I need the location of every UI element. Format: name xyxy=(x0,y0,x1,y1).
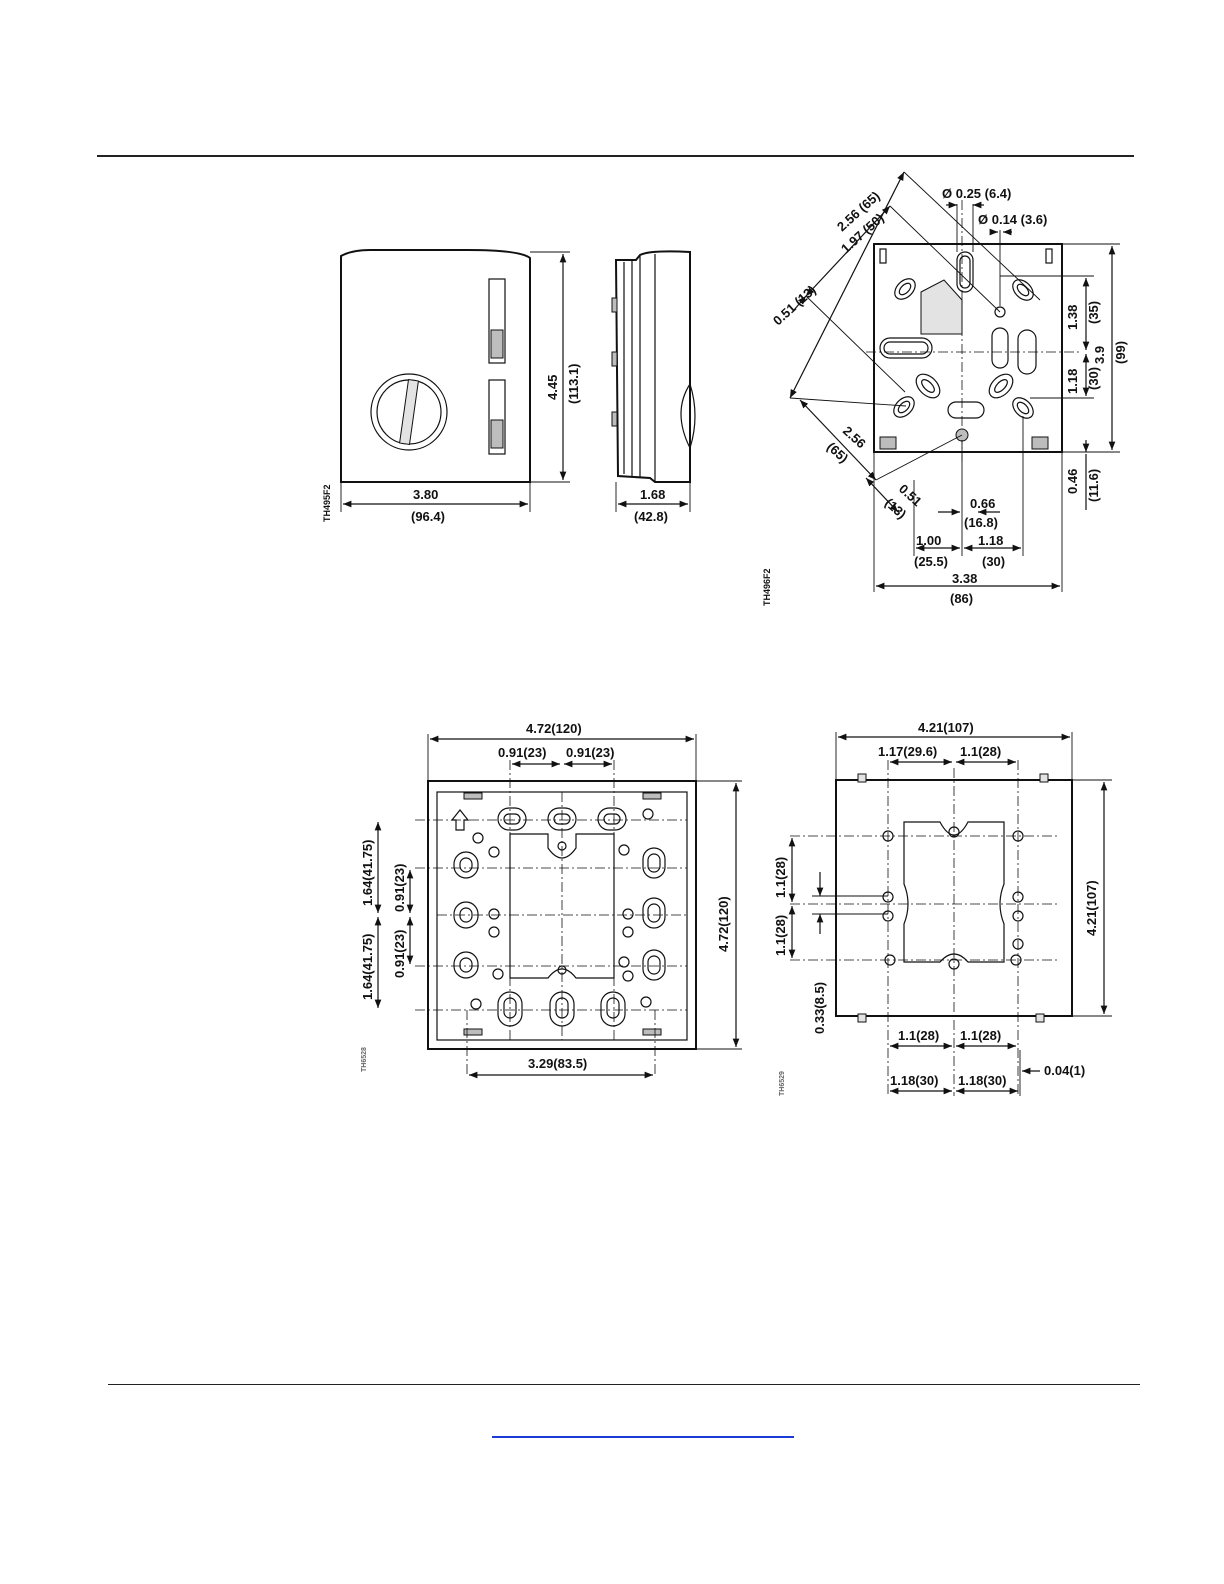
right-b-in-label: 1.18 xyxy=(1065,369,1080,394)
height-mm-label: (113.1) xyxy=(566,364,581,404)
bot-b-mm-label: (25.5) xyxy=(914,554,948,569)
p120-top-a-label: 0.91(23) xyxy=(498,745,546,760)
figure-code-th6528: TH6528 xyxy=(361,1047,368,1072)
p107-top-b-label: 1.1(28) xyxy=(960,744,1001,759)
bot-c-in-label: 1.18 xyxy=(978,533,1003,548)
p107-bot-b-label: 1.1(28) xyxy=(960,1028,1001,1043)
figure-front-side-view: 4.45 (113.1) 3.80 (96.4) TH495F2 1.68 (4… xyxy=(322,249,696,524)
figure-code-th6529: TH6529 xyxy=(779,1071,786,1096)
p107-bot-c-label: 1.18(30) xyxy=(890,1073,938,1088)
p120-left-c-label: 0.91(23) xyxy=(392,864,407,912)
height-in-label: 4.45 xyxy=(545,375,560,400)
hole-small-label: Ø 0.14 (3.6) xyxy=(978,212,1047,227)
p120-bottom-label: 3.29(83.5) xyxy=(528,1056,587,1071)
right-total-mm-label: (99) xyxy=(1113,341,1128,364)
bot-b-in-label: 1.00 xyxy=(916,533,941,548)
p107-bot-a-label: 1.1(28) xyxy=(898,1028,939,1043)
right-total-in-label: 3.9 xyxy=(1092,346,1107,364)
footer-rule xyxy=(108,1384,1140,1385)
bot-a-in-label: 0.66 xyxy=(970,496,995,511)
hole-large-label: Ø 0.25 (6.4) xyxy=(942,186,1011,201)
p107-top-a-label: 1.17(29.6) xyxy=(878,744,937,759)
bot-total-mm-label: (86) xyxy=(950,591,973,606)
footer-link[interactable] xyxy=(492,1424,794,1438)
p107-left-a-label: 1.1(28) xyxy=(773,857,788,898)
p120-top-b-label: 0.91(23) xyxy=(566,745,614,760)
bot-c-mm-label: (30) xyxy=(982,554,1005,569)
right-b-mm-label: (30) xyxy=(1086,367,1101,390)
figure-wall-plate-120: 4.72(120) 0.91(23) 0.91(23) 4.72(120) 1.… xyxy=(360,721,742,1079)
right-a-mm-label: (35) xyxy=(1086,301,1101,324)
p107-right-label: 4.21(107) xyxy=(1084,880,1099,936)
right-a-in-label: 1.38 xyxy=(1065,305,1080,330)
p107-left-c-label: 0.33(8.5) xyxy=(812,982,827,1034)
p120-right-label: 4.72(120) xyxy=(716,896,731,952)
depth-mm-label: (42.8) xyxy=(634,509,668,524)
header-rule xyxy=(97,155,1134,157)
width-mm-label: (96.4) xyxy=(411,509,445,524)
p120-left-a-label: 1.64(41.75) xyxy=(360,840,375,907)
p107-bot-e-label: 0.04(1) xyxy=(1044,1063,1085,1078)
width-in-label: 3.80 xyxy=(413,487,438,502)
right-c-mm-label: (11.6) xyxy=(1086,469,1101,502)
bot-total-in-label: 3.38 xyxy=(952,571,977,586)
figure-wall-plate-107: 4.21(107) 1.17(29.6) 1.1(28) 4.21(107) 1… xyxy=(773,720,1112,1096)
p120-left-d-label: 0.91(23) xyxy=(392,930,407,978)
p120-top-total-label: 4.72(120) xyxy=(526,721,582,736)
bot-a-mm-label: (16.8) xyxy=(964,515,998,530)
figure-code-th496: TH496F2 xyxy=(762,568,772,606)
figure-code-th495: TH495F2 xyxy=(322,484,332,522)
right-c-in-label: 0.46 xyxy=(1065,469,1080,494)
diag-d-mm-label: (65) xyxy=(824,439,851,466)
p107-left-b-label: 1.1(28) xyxy=(773,915,788,956)
depth-in-label: 1.68 xyxy=(640,487,665,502)
p107-bot-d-label: 1.18(30) xyxy=(958,1073,1006,1088)
p107-top-total-label: 4.21(107) xyxy=(918,720,974,735)
diag-c-label: 0.51 (13) xyxy=(770,282,819,328)
figure-rear-view: Ø 0.25 (6.4) Ø 0.14 (3.6) 2.56 (65) 1.97… xyxy=(762,171,1128,606)
p120-left-b-label: 1.64(41.75) xyxy=(360,934,375,1001)
